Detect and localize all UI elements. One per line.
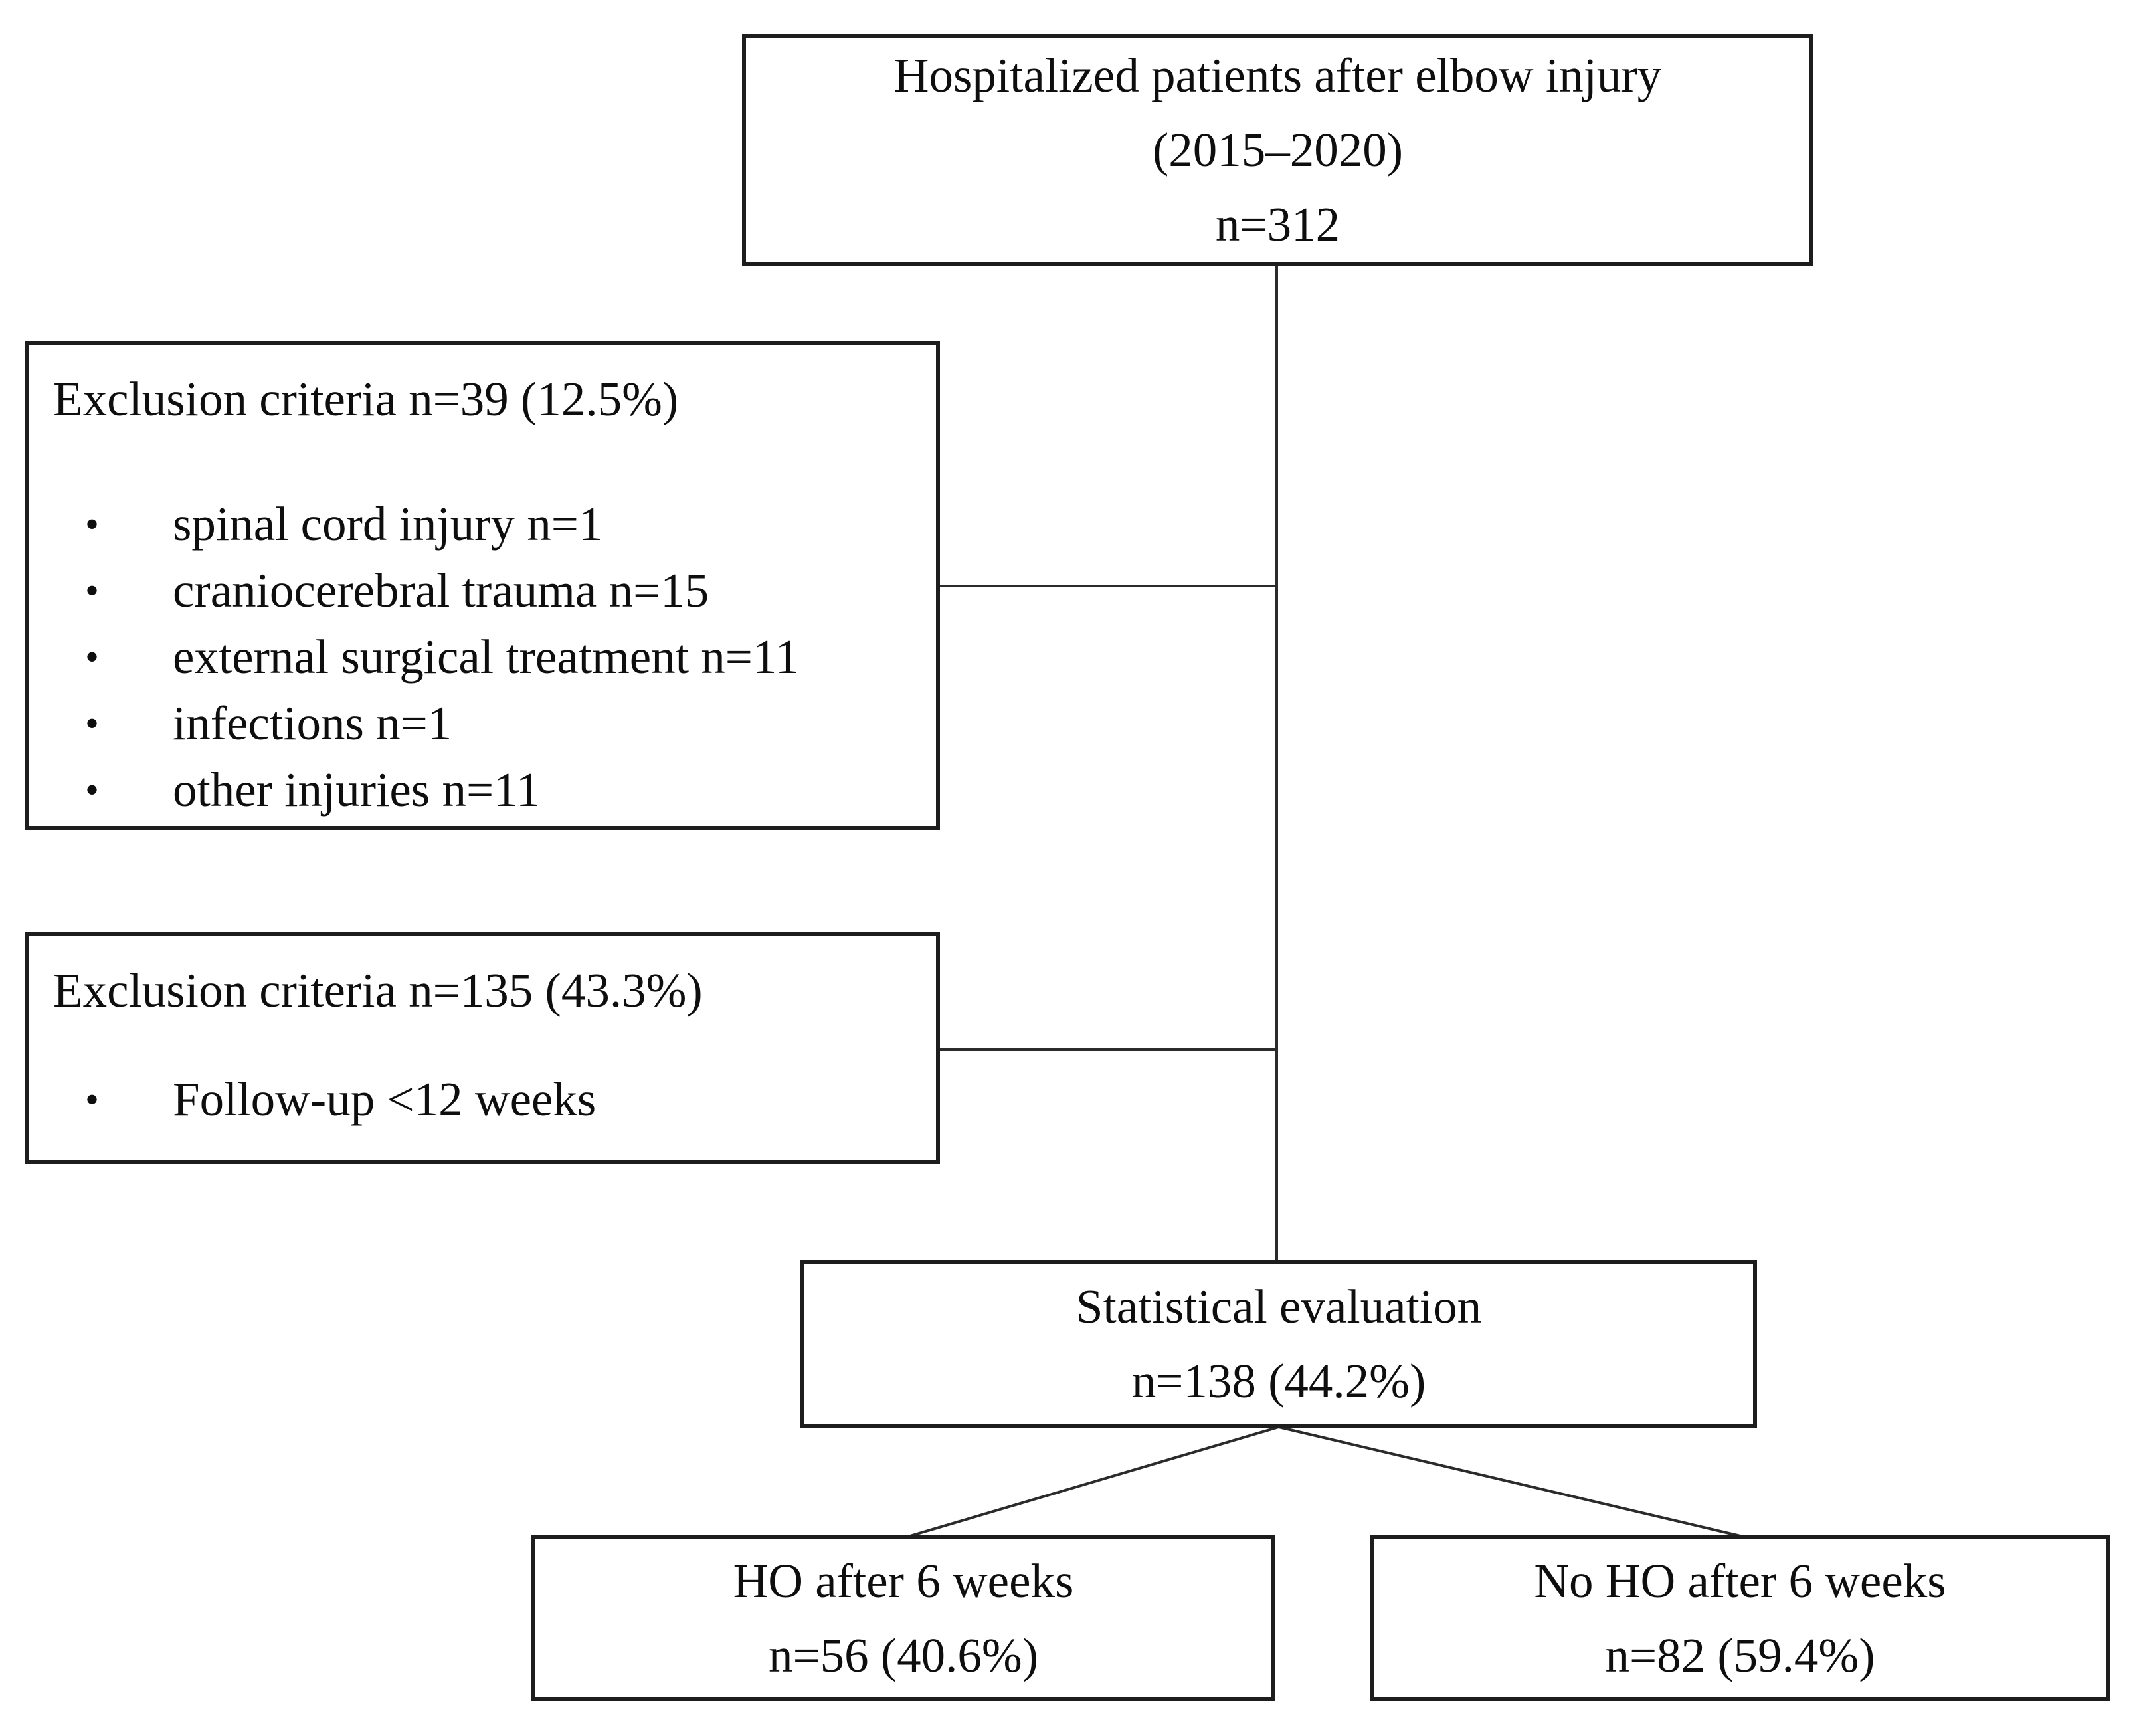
list-item: • external surgical treatment n=11 (53, 624, 923, 690)
list-item-text: infections n=1 (173, 696, 452, 750)
box-no-ho-after-6-weeks: No HO after 6 weeks n=82 (59.4%) (1370, 1535, 2110, 1701)
list-item: • other injuries n=11 (53, 757, 923, 823)
box-line: Hospitalized patients after elbow injury (893, 48, 1662, 102)
list-item: • craniocerebral trauma n=15 (53, 557, 923, 624)
connector-statistical-to-no-ho (1278, 1426, 1741, 1537)
box-statistical-evaluation: Statistical evaluation n=138 (44.2%) (800, 1260, 1757, 1428)
box-exclusion-criteria-2: Exclusion criteria n=135 (43.3%) • Follo… (25, 932, 940, 1164)
box-line: n=56 (40.6%) (768, 1628, 1039, 1682)
list-item: • Follow-up <12 weeks (53, 1066, 923, 1133)
box-line: Statistical evaluation (1075, 1279, 1482, 1333)
exclusion1-title: Exclusion criteria n=39 (12.5%) (53, 372, 679, 426)
bullet-icon: • (85, 1078, 100, 1121)
box-exclusion-criteria-1: Exclusion criteria n=39 (12.5%) • spinal… (25, 341, 940, 830)
bullet-icon: • (85, 702, 100, 745)
list-item: • infections n=1 (53, 690, 923, 757)
box-line: n=82 (59.4%) (1605, 1628, 1875, 1682)
box-line: No HO after 6 weeks (1534, 1553, 1946, 1608)
box-line: (2015–2020) (1152, 122, 1404, 177)
box-line: n=138 (44.2%) (1131, 1353, 1426, 1408)
bullet-icon: • (85, 569, 100, 613)
bullet-icon: • (85, 635, 100, 679)
list-item-text: external surgical treatment n=11 (173, 630, 800, 684)
list-item: • spinal cord injury n=1 (53, 491, 923, 557)
list-item-text: spinal cord injury n=1 (173, 497, 603, 551)
exclusion2-bullet-list: • Follow-up <12 weeks (53, 1066, 923, 1133)
box-line: n=312 (1215, 197, 1341, 251)
box-hospitalized-patients: Hospitalized patients after elbow injury… (742, 34, 1813, 266)
list-item-text: other injuries n=11 (173, 763, 541, 817)
list-item-text: craniocerebral trauma n=15 (173, 563, 709, 617)
exclusion2-title: Exclusion criteria n=135 (43.3%) (53, 963, 703, 1017)
bullet-icon: • (85, 502, 100, 546)
bullet-icon: • (85, 768, 100, 812)
box-ho-after-6-weeks: HO after 6 weeks n=56 (40.6%) (531, 1535, 1275, 1701)
list-item-text: Follow-up <12 weeks (173, 1072, 597, 1126)
connector-statistical-to-ho (909, 1426, 1279, 1537)
box-line: HO after 6 weeks (733, 1553, 1074, 1608)
exclusion1-bullet-list: • spinal cord injury n=1 • craniocerebra… (53, 491, 923, 823)
